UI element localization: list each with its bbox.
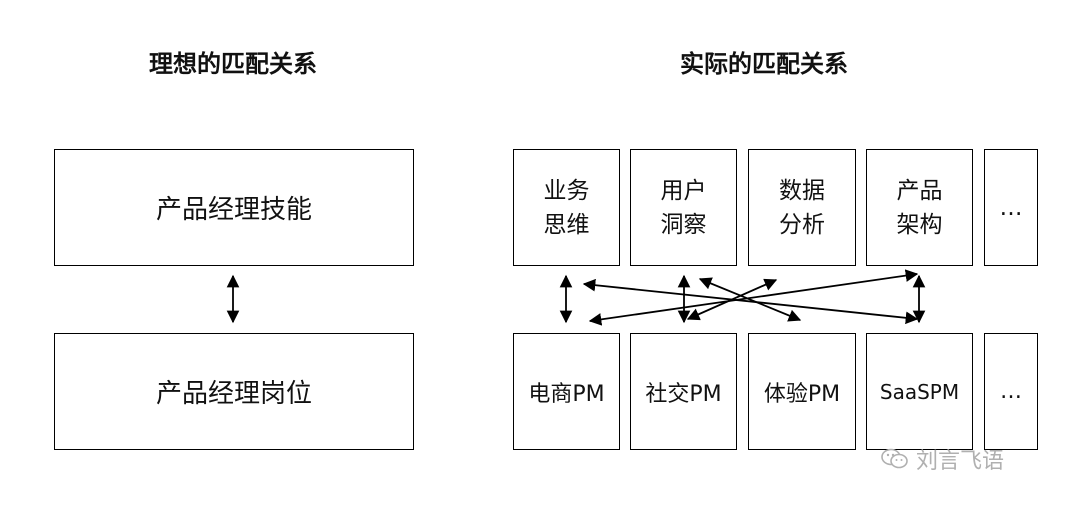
skill-box-user-insight: 用户 洞察 bbox=[630, 149, 737, 266]
actual-title: 实际的匹配关系 bbox=[680, 50, 848, 78]
position-box-ecommerce-pm: 电商PM bbox=[513, 333, 620, 450]
position-box-experience-pm: 体验PM bbox=[748, 333, 856, 450]
position-box-saas-pm: SaaSPM bbox=[866, 333, 973, 450]
arrow-user-experience bbox=[698, 277, 802, 322]
arrow-business-saas bbox=[582, 278, 919, 325]
position-box-more: … bbox=[984, 333, 1038, 450]
ideal-title: 理想的匹配关系 bbox=[149, 50, 317, 78]
skill-box-business-thinking: 业务 思维 bbox=[513, 149, 620, 266]
skill-box-data-analysis: 数据 分析 bbox=[748, 149, 856, 266]
watermark-text: 刘言飞语 bbox=[916, 449, 1005, 474]
pm-skills-box: 产品经理技能 bbox=[54, 149, 414, 266]
skill-box-more: … bbox=[984, 149, 1038, 266]
pm-positions-box: 产品经理岗位 bbox=[54, 333, 414, 450]
wechat-icon bbox=[881, 448, 908, 469]
skill-box-product-architecture: 产品 架构 bbox=[866, 149, 973, 266]
position-box-social-pm: 社交PM bbox=[630, 333, 737, 450]
arrow-data-social bbox=[686, 278, 778, 321]
watermark: 刘言飞语 bbox=[880, 443, 1004, 475]
